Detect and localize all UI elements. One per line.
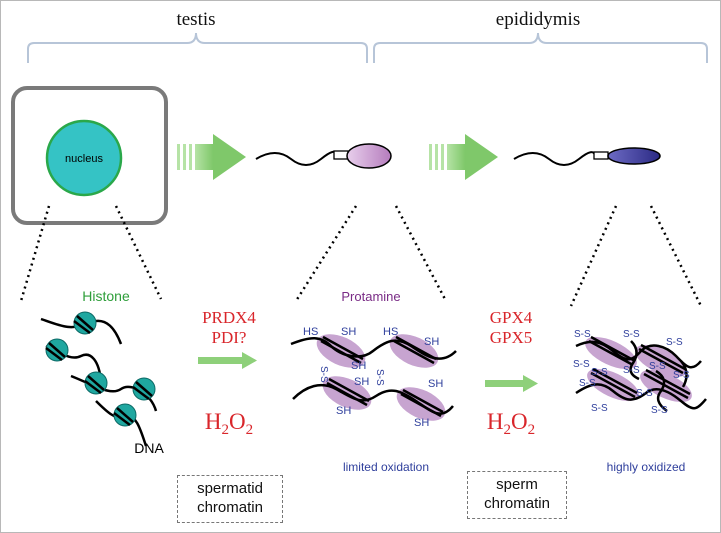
thiol-label: SH: [341, 326, 356, 338]
protamine-chromatin: HS SH HS SH SH SH SH SH SH S-S S-S: [290, 326, 457, 429]
spermatid-chromatin-line1: spermatid: [197, 480, 263, 497]
testis-bracket: [27, 32, 368, 63]
step1-oxidant: H2O2: [205, 409, 253, 438]
histone-title: Histone: [82, 288, 130, 304]
sperm-chromatin-line2: chromatin: [484, 495, 550, 512]
disulfide-label: S-S: [591, 367, 608, 378]
disulfide-label: S-S: [666, 337, 683, 348]
enzyme-gpx4: GPX4: [490, 308, 533, 327]
disulfide-label: S-S: [591, 403, 608, 414]
thiol-label: SH: [354, 376, 369, 388]
testis-label: testis: [176, 9, 215, 30]
maturation-arrow-2: [429, 134, 498, 180]
thiol-label: SH: [424, 336, 439, 348]
spermatid-chromatin-line2: chromatin: [197, 499, 263, 516]
thiol-label: HS: [383, 326, 398, 338]
disulfide-label: S-S: [374, 369, 385, 386]
histone-dna: [40, 311, 158, 447]
epididymis-label: epididymis: [496, 9, 580, 30]
protamine-title: Protamine: [341, 289, 400, 304]
disulfide-label: S-S: [623, 365, 640, 376]
oxidized-chromatin: S-S S-S S-S S-S S-S S-S S-S S-S S-S S-S …: [573, 329, 707, 416]
disulfide-label: S-S: [574, 329, 591, 340]
sperm-chromatin-line1: sperm: [496, 476, 538, 493]
disulfide-label: S-S: [573, 359, 590, 370]
dna-label: DNA: [134, 440, 164, 456]
disulfide-label: S-S: [318, 366, 329, 383]
maturation-arrow-1: [177, 134, 246, 180]
enzyme-pdi: PDI?: [212, 328, 247, 347]
enzyme-gpx5: GPX5: [490, 328, 533, 347]
limited-oxidation-label: limited oxidation: [343, 460, 429, 474]
thiol-label: SH: [414, 417, 429, 429]
disulfide-label: S-S: [579, 378, 596, 389]
sperm-chromatin-box: sperm chromatin: [467, 471, 567, 519]
thiol-label: SH: [428, 378, 443, 390]
disulfide-label: S-S: [651, 405, 668, 416]
spermatid: [255, 143, 392, 169]
step2-arrow: [485, 375, 538, 392]
highly-oxidized-label: highly oxidized: [607, 460, 686, 474]
thiol-label: SH: [351, 360, 366, 372]
disulfide-label: S-S: [673, 370, 690, 381]
zoom-lines: [19, 205, 703, 307]
nucleus: [45, 119, 123, 197]
step1-arrow: [198, 352, 257, 369]
nucleus-label: nucleus: [65, 153, 103, 165]
disulfide-label: S-S: [623, 329, 640, 340]
thiol-label: HS: [303, 326, 318, 338]
disulfide-label: S-S: [636, 388, 653, 399]
thiol-label: SH: [336, 405, 351, 417]
disulfide-label: S-S: [649, 361, 666, 372]
enzyme-prdx4: PRDX4: [202, 308, 256, 327]
epididymis-bracket: [373, 32, 708, 63]
step2-oxidant: H2O2: [487, 409, 535, 438]
spermatid-chromatin-box: spermatid chromatin: [177, 475, 283, 523]
mature-sperm: [513, 147, 661, 166]
